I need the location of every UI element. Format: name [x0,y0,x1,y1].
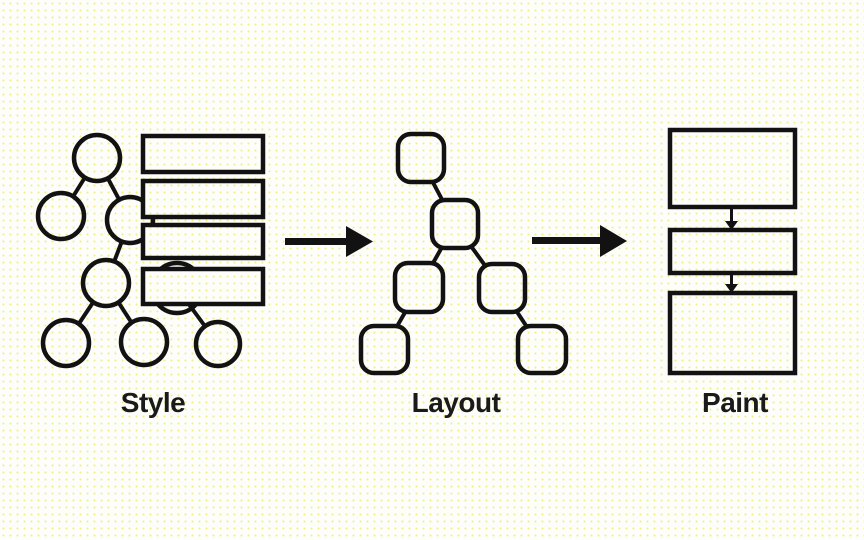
layout-node-square [515,323,569,376]
paint-record-rect [667,227,798,276]
style-rule-rect [140,133,266,175]
dom-node-circle [118,316,170,368]
paint-record-rect [667,127,798,210]
paint-flow-arrowhead-down [725,221,738,230]
layout-node-square [476,261,528,315]
layout-node-square [429,197,481,251]
layout-node-square [395,131,447,185]
stage-label-layout: Layout [412,387,501,418]
style-rule-rect [140,222,266,261]
dom-node-circle [193,319,243,369]
stage-label-paint: Paint [702,387,768,418]
stage-label-style: Style [121,387,185,418]
style-stage [35,132,266,369]
dom-node-circle [80,257,132,309]
stage-arrow-right [532,225,627,257]
style-rule-rect [140,266,266,307]
stage-arrow-right [285,226,373,257]
paint-stage [667,127,798,376]
style-rule-rect [140,178,266,220]
dom-node-circle [35,190,87,242]
dom-node-circle [40,317,92,369]
layout-node-square [392,260,446,315]
dom-node-circle [71,132,123,184]
layout-stage [358,131,569,376]
layout-node-square [358,323,411,376]
paint-record-rect [667,290,798,376]
paint-flow-arrowhead-down [725,284,738,293]
